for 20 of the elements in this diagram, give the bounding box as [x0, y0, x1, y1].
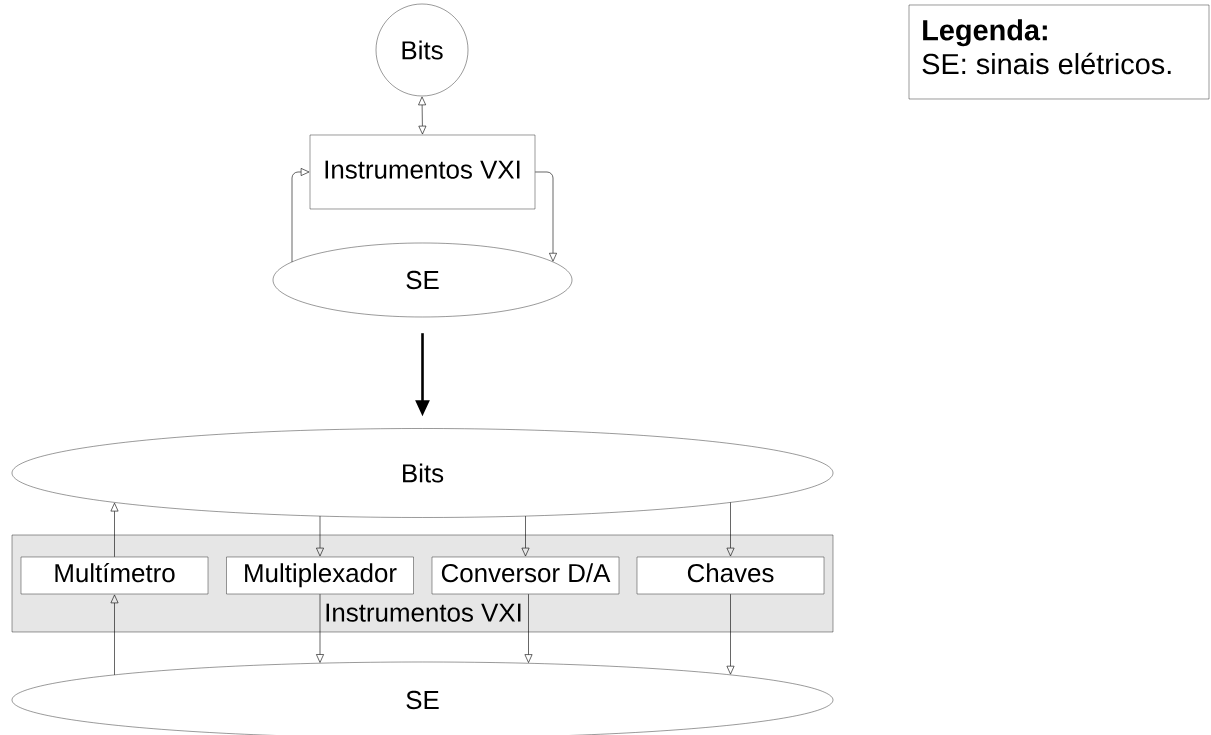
process-box: Instrumentos VXI: [309, 134, 536, 210]
process-box: Conversor D/A: [431, 556, 620, 595]
legend-box: Legenda: SE: sinais elétricos.: [908, 4, 1210, 100]
arrow: [726, 593, 735, 675]
arrow: [316, 593, 324, 663]
arrow: [534, 171, 557, 262]
arrow: [110, 594, 119, 676]
arrow: [418, 96, 427, 135]
arrow: [110, 502, 119, 558]
ellipse-node: Bits: [11, 428, 834, 518]
arrow: [521, 515, 530, 557]
circle-node: Bits: [375, 3, 469, 97]
arrow: [316, 515, 324, 557]
arrow: [524, 593, 533, 663]
process-box: Multiplexador: [226, 556, 414, 595]
process-box: Chaves: [636, 556, 825, 595]
arrow: [291, 168, 310, 263]
arrow: [726, 502, 735, 557]
process-box: Multímetro: [20, 556, 209, 595]
ellipse-node: SE: [272, 242, 573, 318]
